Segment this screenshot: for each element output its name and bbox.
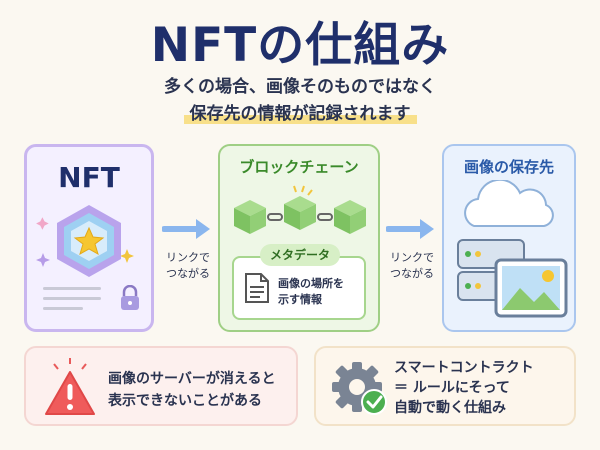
- metadata-text-line: 示す情報: [278, 293, 322, 306]
- storage-title: 画像の保存先: [463, 158, 554, 176]
- metadata-text-line: 画像の場所を: [278, 277, 344, 290]
- nft-hexagon-star-icon: [36, 205, 134, 277]
- subtitle-highlight: 保存先の情報が記録されます: [183, 104, 417, 124]
- document-icon: [245, 273, 269, 303]
- nft-text-line: [43, 287, 101, 290]
- smart-contract-text: スマートコントラクト ＝ ルールにそって 自動で動く仕組み: [394, 358, 574, 418]
- smart-contract-text-line: スマートコントラクト: [394, 360, 534, 376]
- blockchain-title: ブロックチェーン: [239, 158, 359, 176]
- arrow-right-icon: [162, 219, 210, 239]
- link-label-right: リンクで つながる: [382, 250, 442, 282]
- link-label-line: リンクで: [166, 251, 210, 264]
- link-label-line: つながる: [166, 267, 210, 280]
- warning-icon: [45, 358, 95, 415]
- cube: [334, 200, 366, 234]
- arrow-right-icon: [386, 219, 434, 239]
- cloud-server-image-icon: [457, 180, 568, 318]
- metadata-tag: メタデータ: [260, 244, 340, 266]
- nft-text-line: [43, 297, 101, 300]
- blockchain-cubes-icon: [234, 185, 366, 234]
- lock-icon: [121, 285, 139, 310]
- warning-card: 画像のサーバーが消えると 表示できないことがある: [24, 346, 298, 426]
- gear-check-icon: [332, 362, 387, 415]
- nft-text-line: [43, 307, 83, 310]
- link-label-left: リンクで つながる: [158, 250, 218, 282]
- page-title: NFTの仕組み: [150, 18, 450, 73]
- blockchain-card: ブロックチェーン メタデータ: [218, 144, 380, 332]
- metadata-text: 画像の場所を 示す情報: [278, 276, 364, 308]
- link-label-line: リンクで: [390, 251, 434, 264]
- smart-contract-card: スマートコントラクト ＝ ルールにそって 自動で動く仕組み: [314, 346, 576, 426]
- subtitle-line-1: 多くの場合、画像そのものではなく: [164, 77, 436, 97]
- cube: [284, 196, 316, 230]
- link-label-line: つながる: [390, 267, 434, 280]
- smart-contract-text-line: 自動で動く仕組み: [394, 400, 506, 416]
- nft-card: NFT: [24, 144, 154, 332]
- cube: [234, 200, 266, 234]
- warning-text-line: 画像のサーバーが消えると: [108, 371, 276, 387]
- subtitle-line-2: 保存先の情報が記録されます: [0, 99, 600, 124]
- warning-text: 画像のサーバーが消えると 表示できないことがある: [108, 368, 294, 412]
- storage-card: 画像の保存先: [442, 144, 576, 332]
- nft-label: NFT: [58, 161, 120, 194]
- metadata-box: 画像の場所を 示す情報: [232, 256, 366, 320]
- warning-text-line: 表示できないことがある: [108, 393, 262, 409]
- smart-contract-text-line: ＝ ルールにそって: [394, 380, 510, 396]
